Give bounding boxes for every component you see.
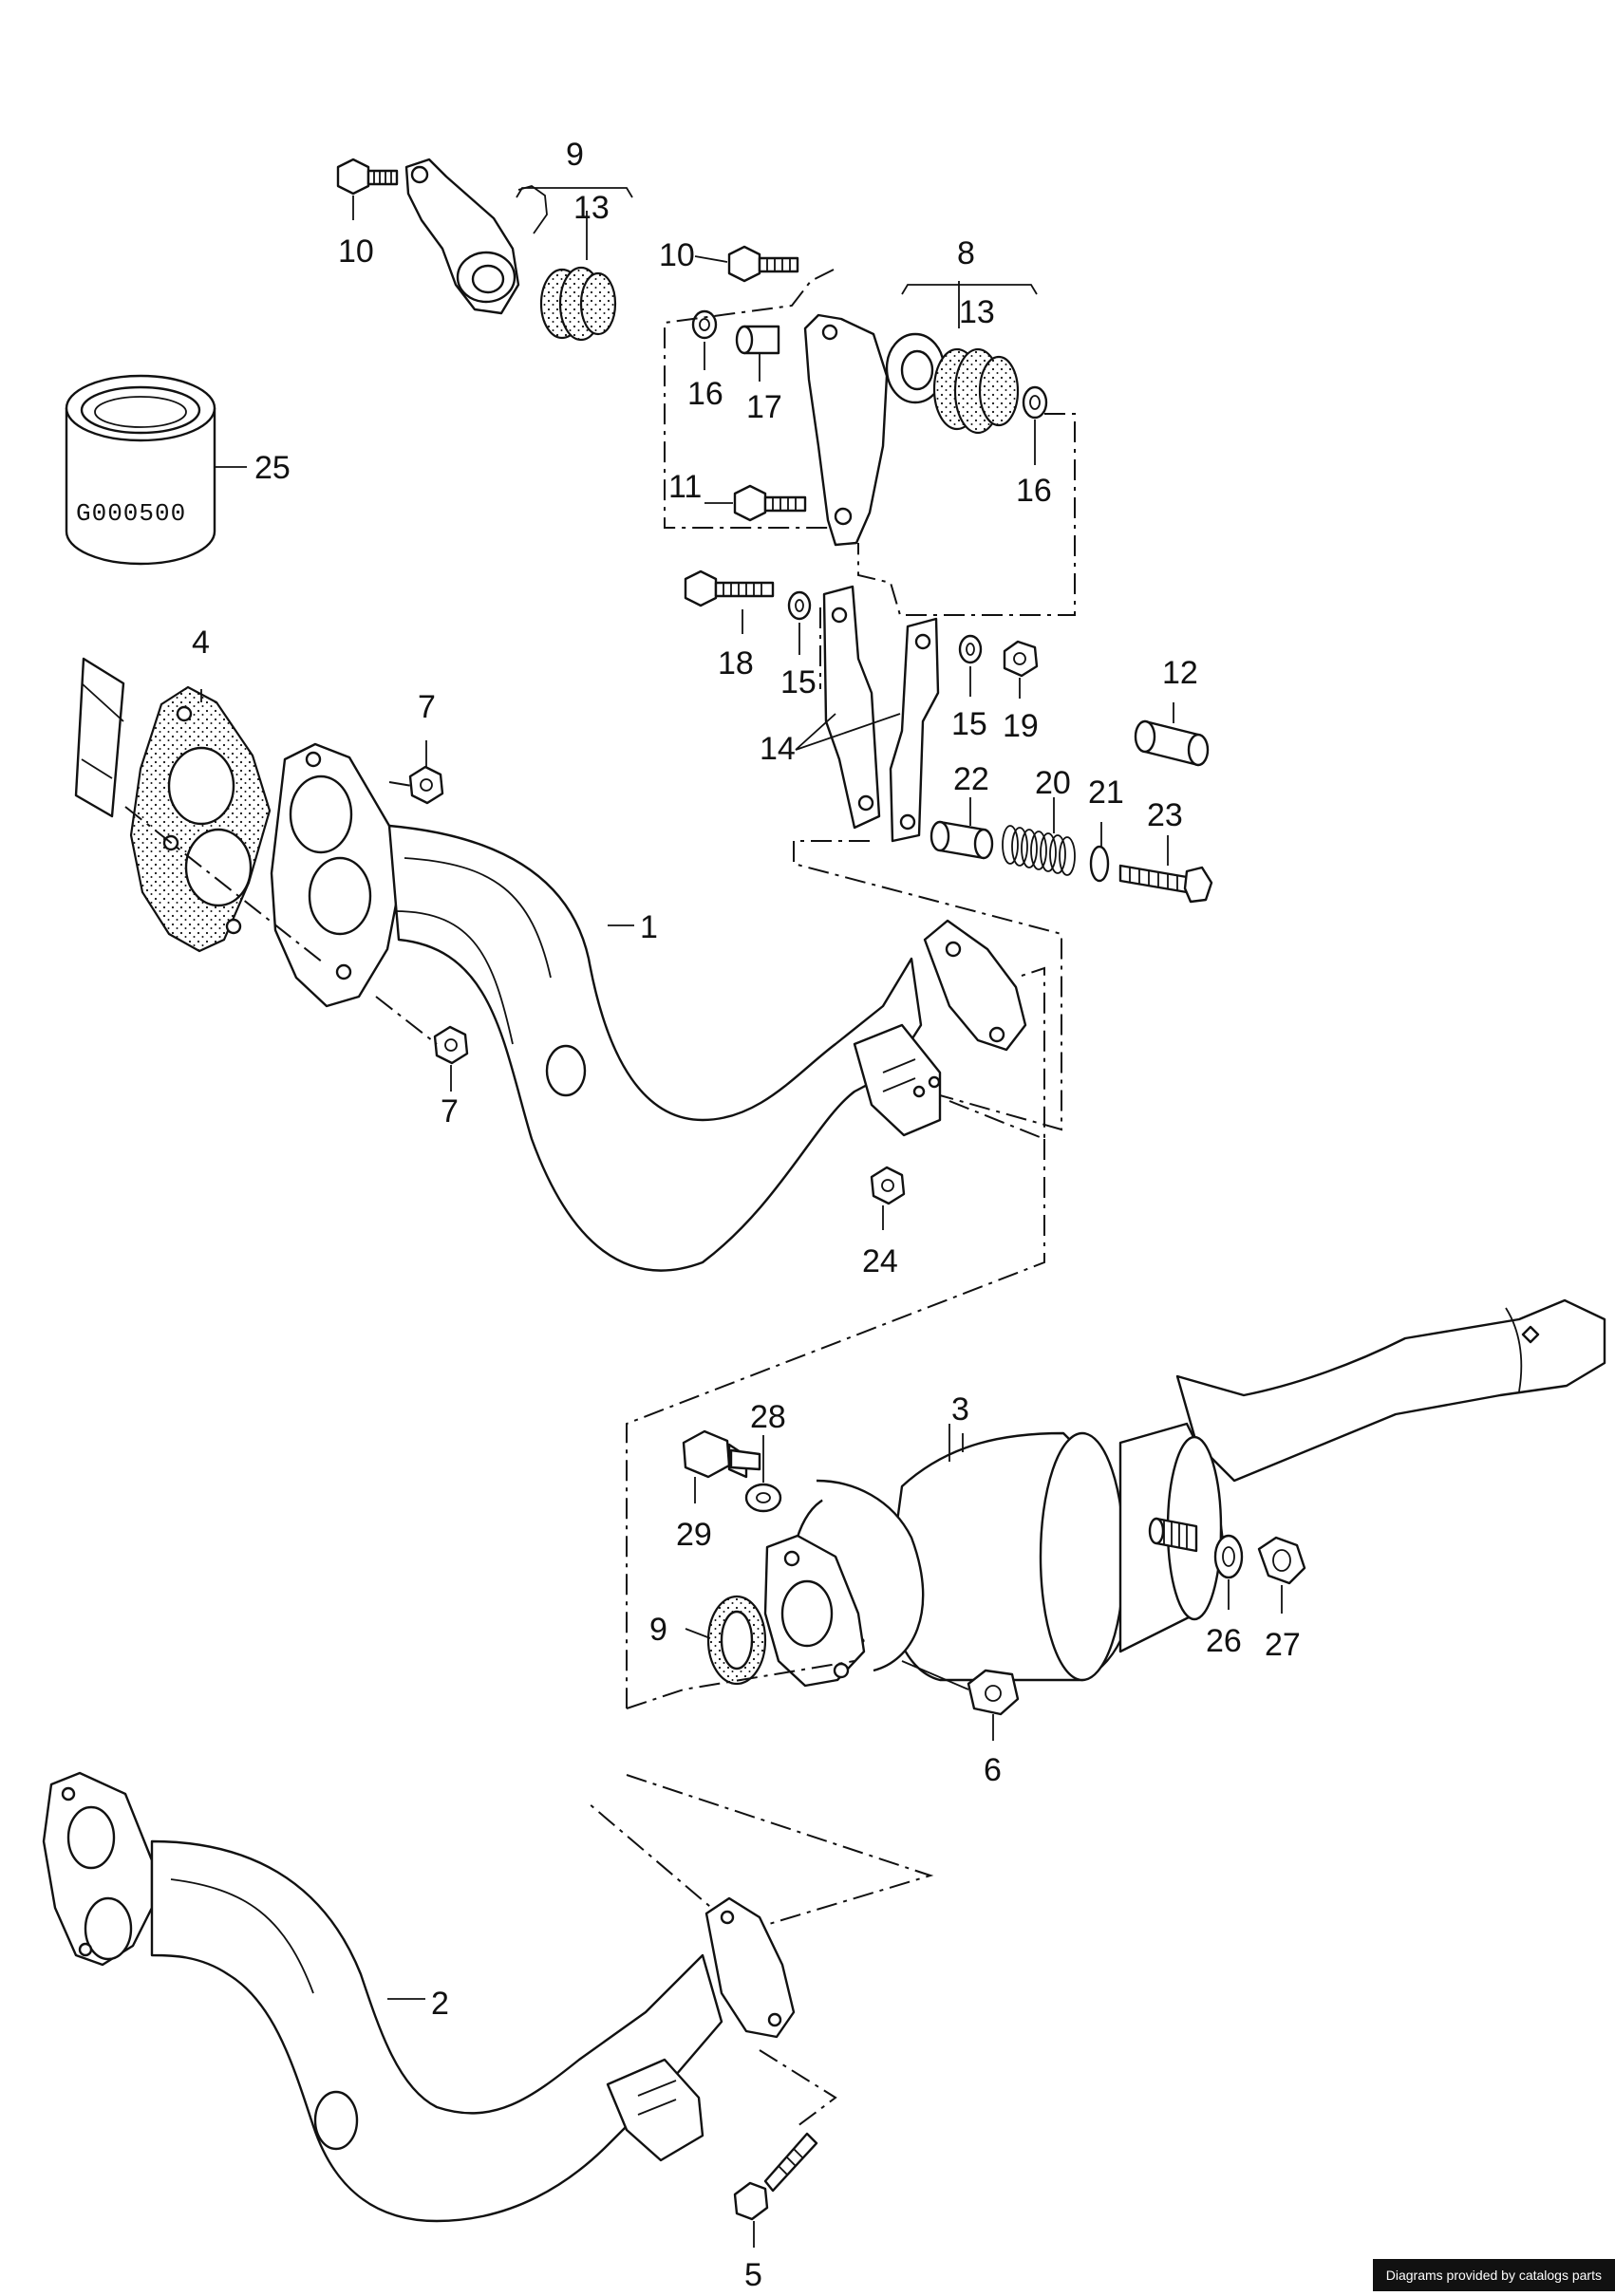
washer-28 (744, 1483, 782, 1513)
callout-15-left: 15 (780, 664, 817, 700)
callout-4: 4 (192, 625, 210, 661)
callout-15-right: 15 (951, 706, 987, 742)
nut-6 (967, 1669, 1020, 1716)
washer-16-right (1022, 385, 1048, 420)
callout-13-top: 13 (573, 190, 610, 226)
callout-5: 5 (744, 2257, 762, 2291)
stamp-text: G000500 (76, 499, 186, 528)
callout-19: 19 (1003, 708, 1039, 744)
credit-badge: Diagrams provided by catalogs parts (1372, 2259, 1615, 2291)
callout-9-lower: 9 (649, 1612, 667, 1648)
bracket-plate-center (803, 313, 889, 547)
callout-9-top: 9 (566, 137, 584, 173)
gasket-9-ring (706, 1595, 767, 1686)
bolt-10-top-left (336, 158, 399, 196)
callout-2: 2 (431, 1986, 449, 2022)
bolt-10-center (727, 245, 799, 283)
callout-23: 23 (1147, 797, 1183, 833)
callout-7-lower: 7 (441, 1093, 459, 1129)
callout-6: 6 (984, 1752, 1002, 1788)
rubber-mount-13-top (539, 266, 617, 342)
callout-10-center: 10 (659, 237, 695, 273)
callout-7-upper: 7 (418, 689, 436, 725)
rubber-mount-13-center (932, 347, 1020, 435)
callout-27: 27 (1265, 1627, 1301, 1663)
nut-7-lower (433, 1025, 469, 1065)
callout-22: 22 (953, 761, 989, 797)
bolt-11 (733, 484, 807, 522)
callout-1: 1 (640, 909, 658, 945)
catalytic-converter-3 (790, 1298, 1606, 1682)
clamp-sleeve-25: G000500 (65, 374, 216, 566)
manifold-flange-left (74, 657, 406, 1008)
slide-brackets-14 (684, 569, 1213, 904)
callout-10-top-left: 10 (338, 233, 374, 270)
callout-3: 3 (951, 1391, 969, 1428)
leader-lines (200, 196, 1283, 2248)
callout-28: 28 (750, 1399, 786, 1435)
bracket-9-assembly (336, 158, 617, 342)
nut-7-upper (408, 765, 444, 805)
callout-8: 8 (957, 235, 975, 271)
front-pipe-2 (42, 1771, 796, 2223)
callout-25: 25 (254, 450, 291, 486)
callout-14: 14 (760, 731, 796, 767)
callout-21: 21 (1088, 775, 1124, 811)
stud-nut-26-27 (1148, 1517, 1306, 1585)
callout-16-left: 16 (687, 376, 723, 412)
callout-12: 12 (1162, 655, 1198, 691)
callout-11: 11 (668, 469, 702, 505)
flange-front-cat (763, 1534, 866, 1688)
callout-16-right: 16 (1016, 473, 1052, 509)
callout-29: 29 (676, 1517, 712, 1553)
callout-13-center: 13 (959, 294, 995, 330)
callout-24: 24 (862, 1243, 898, 1279)
bolt-5 (733, 2132, 818, 2221)
callout-26: 26 (1206, 1623, 1242, 1659)
bracket-8-assembly (691, 245, 1048, 547)
callout-labels: 9 13 10 10 8 13 16 17 16 11 25 18 15 15 … (192, 137, 1301, 2293)
callout-17: 17 (746, 389, 782, 425)
nut-24 (870, 1166, 906, 1205)
bolt-29 (682, 1429, 761, 1479)
callout-20: 20 (1035, 765, 1071, 801)
callout-18: 18 (718, 645, 754, 681)
front-pipe-1 (387, 824, 1027, 1272)
washer-16-left (691, 309, 718, 340)
